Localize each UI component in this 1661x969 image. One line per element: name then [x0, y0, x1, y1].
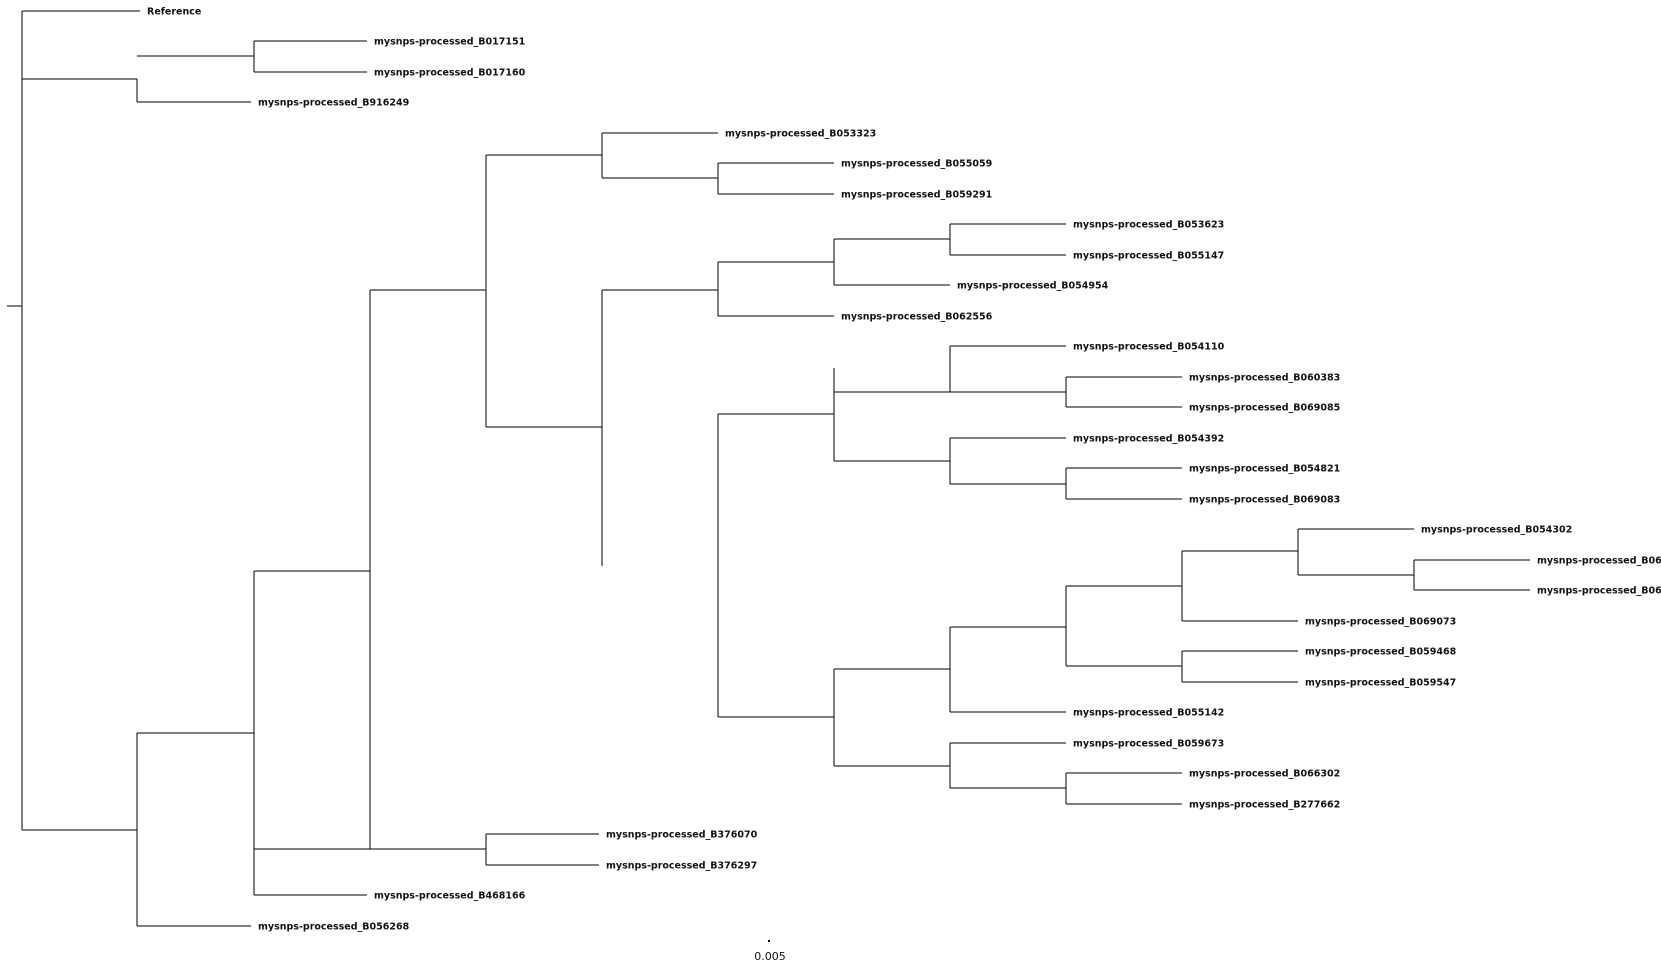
leaf-label: mysnps-processed_B277662	[1189, 800, 1340, 811]
leaf-label: mysnps-processed_B053623	[1073, 220, 1224, 231]
leaf-label: mysnps-processed_B059468	[1305, 647, 1457, 658]
leaf-label: mysnps-processed_B054954	[957, 281, 1109, 292]
leaf-label: mysnps-processed_B055059	[841, 159, 992, 170]
leaf-label: mysnps-processed_B053323	[725, 129, 876, 140]
leaf-label: mysnps-processed_B056268	[258, 922, 410, 933]
leaf-label: mysnps-processed_B059673	[1073, 739, 1224, 750]
leaf-label: mysnps-processed_B054821	[1189, 464, 1340, 475]
leaf-label: mysnps-processed_B059547	[1305, 678, 1456, 689]
leaf-label: mysnps-processed_B066302	[1189, 769, 1340, 780]
scale-bar-label: 0.005	[754, 950, 786, 963]
scale-bar	[768, 940, 770, 942]
leaf-label: mysnps-processed_B069085	[1189, 403, 1340, 414]
leaf-label: mysnps-processed_B055147	[1073, 251, 1224, 262]
leaf-label: mysnps-processed_B054392	[1073, 434, 1224, 445]
leaf-label: mysnps-processed_B069083	[1189, 495, 1340, 506]
leaf-label: mysnps-processed_B054110	[1073, 342, 1225, 353]
leaf-label: mysnps-processed_B069073	[1305, 617, 1456, 628]
leaf-label: mysnps-processed_B062556	[841, 312, 993, 323]
leaf-label: mysnps-processed_B376070	[606, 830, 758, 841]
leaf-label: mysnps-processed_B065770	[1537, 586, 1661, 597]
leaf-label: mysnps-processed_B055142	[1073, 708, 1224, 719]
leaf-label: mysnps-processed_B065746	[1537, 556, 1661, 567]
leaf-label: mysnps-processed_B059291	[841, 190, 992, 201]
leaf-label: Reference	[147, 7, 201, 18]
leaf-label: mysnps-processed_B054302	[1421, 525, 1572, 536]
leaf-label: mysnps-processed_B376297	[606, 861, 757, 872]
leaf-label: mysnps-processed_B017160	[374, 68, 526, 79]
leaf-label: mysnps-processed_B017151	[374, 37, 525, 48]
leaf-label: mysnps-processed_B468166	[374, 891, 526, 902]
leaf-label: mysnps-processed_B060383	[1189, 373, 1340, 384]
leaf-label: mysnps-processed_B916249	[258, 98, 409, 109]
